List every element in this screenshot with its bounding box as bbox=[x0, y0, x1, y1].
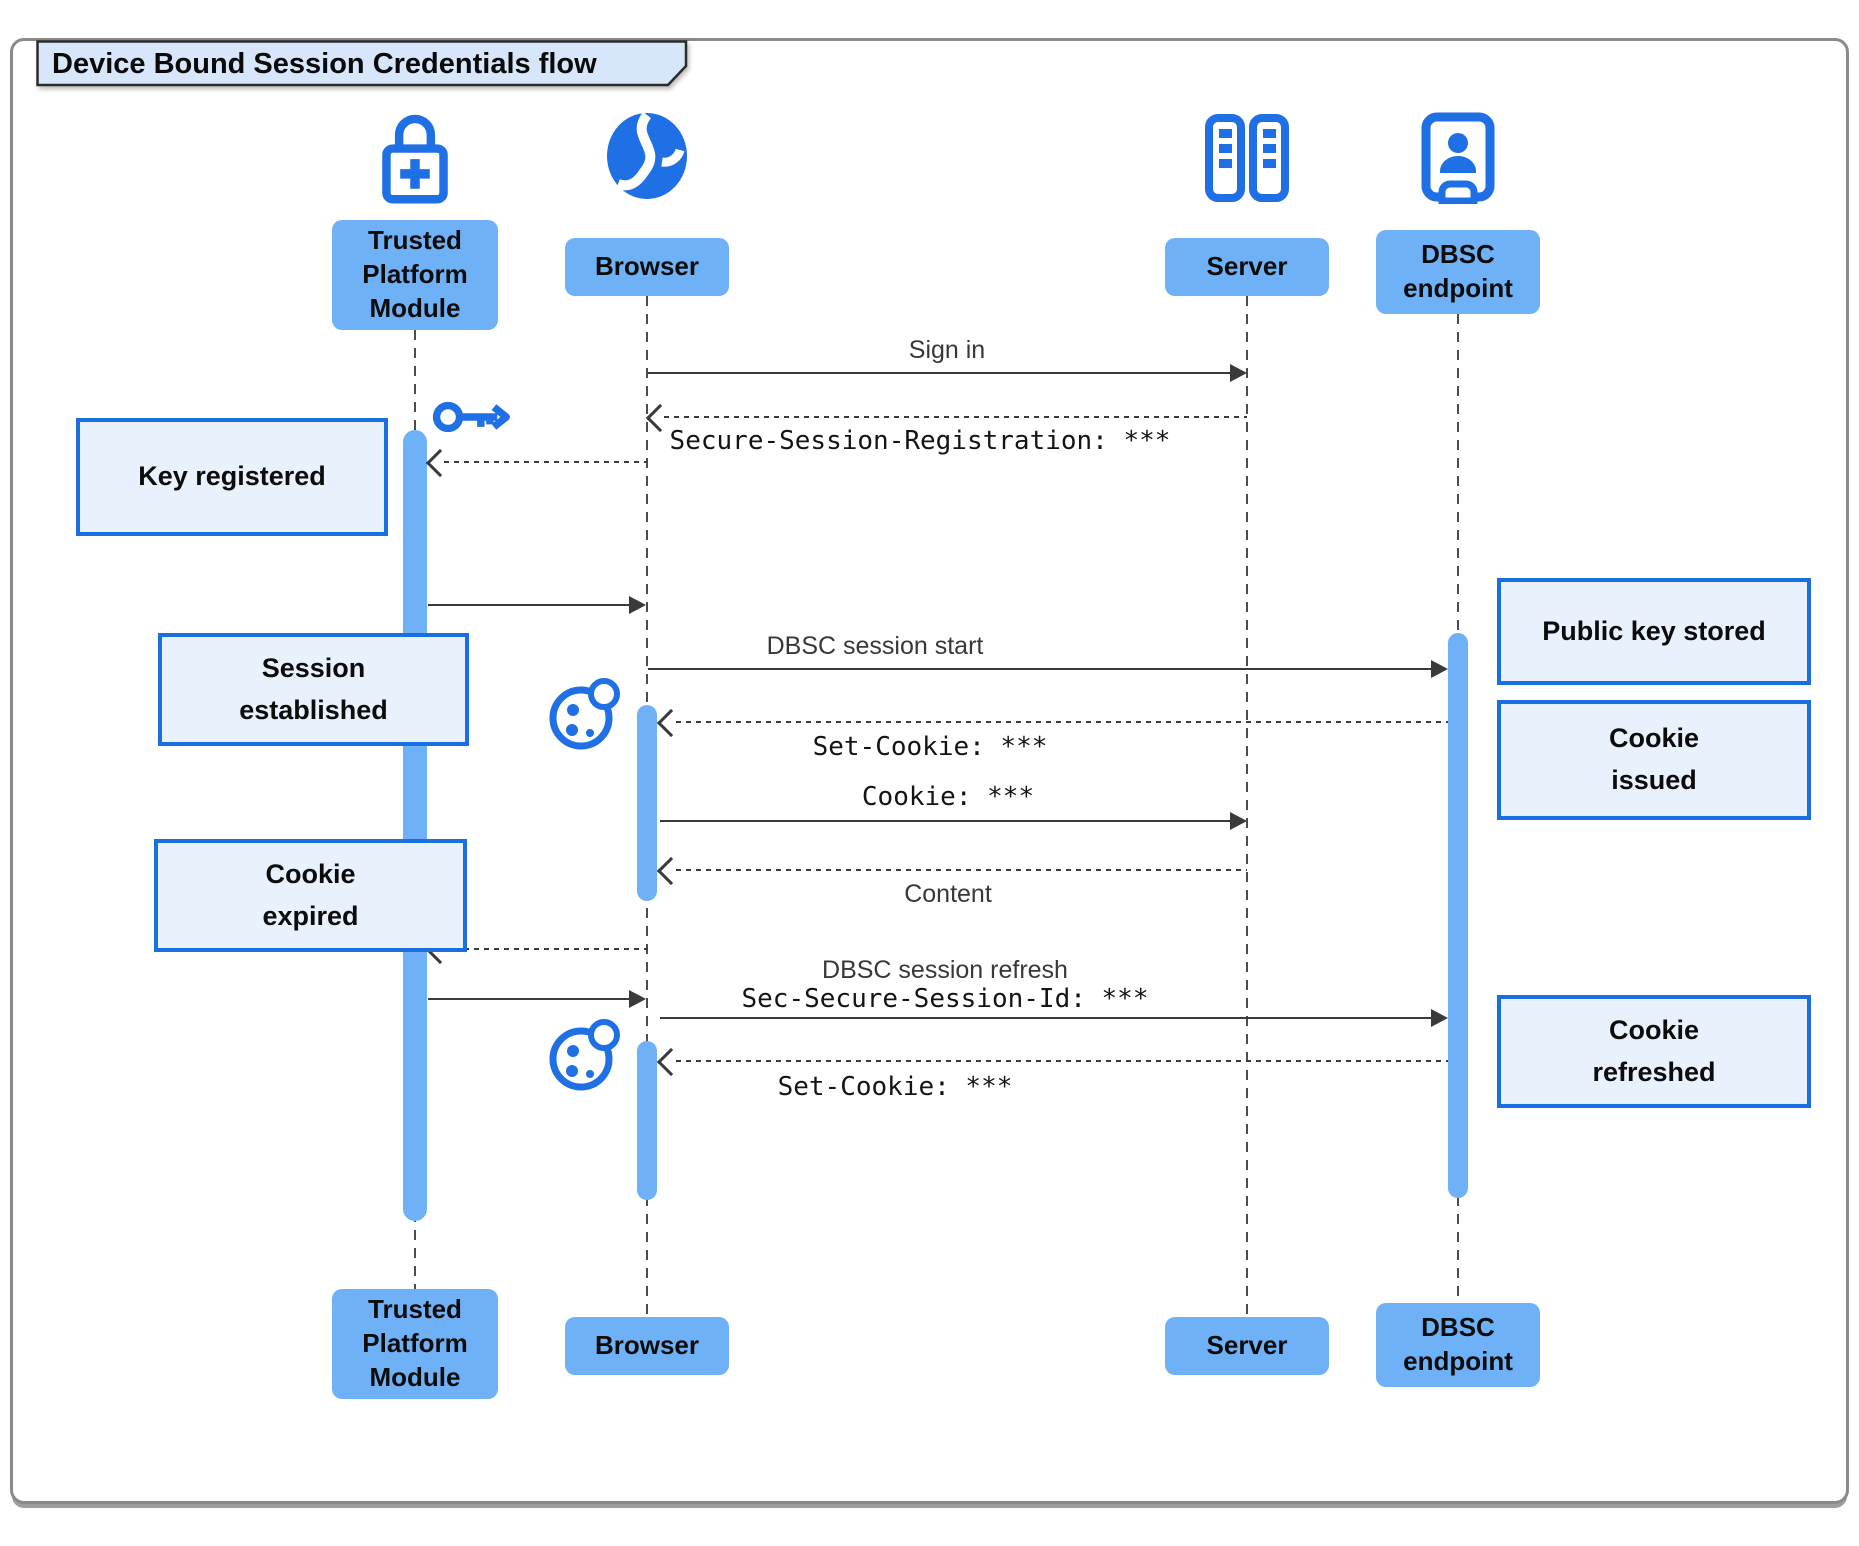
message-label-session-registration: Secure-Session-Registration: *** bbox=[669, 426, 1171, 456]
message-line-session-registration bbox=[664, 416, 1247, 418]
key-icon bbox=[430, 388, 512, 446]
activation-browser-2 bbox=[637, 1041, 657, 1200]
message-line-key-created bbox=[428, 604, 630, 606]
actor-top-dbsc: DBSC endpoint bbox=[1376, 230, 1540, 314]
message-label-sec-secure-session-id: Sec-Secure-Session-Id: *** bbox=[741, 984, 1149, 1014]
activation-browser-1 bbox=[637, 705, 657, 901]
message-line-cookie bbox=[660, 820, 1231, 822]
server-icon bbox=[1203, 112, 1291, 204]
message-line-register-key bbox=[444, 461, 647, 463]
message-line-set-cookie-1 bbox=[676, 721, 1448, 723]
actor-bottom-tpm: Trusted Platform Module bbox=[332, 1289, 498, 1399]
message-line-content bbox=[676, 869, 1247, 871]
message-label-set-cookie-1: Set-Cookie: *** bbox=[812, 732, 1048, 762]
id-badge-icon bbox=[1420, 110, 1496, 204]
arrowhead-icon bbox=[1230, 812, 1247, 830]
actor-bottom-browser: Browser bbox=[565, 1317, 729, 1375]
note-cookie-issued: Cookie issued bbox=[1497, 700, 1811, 820]
cookie-icon bbox=[545, 1017, 621, 1093]
arrowhead-icon bbox=[629, 596, 646, 614]
actor-bottom-dbsc: DBSC endpoint bbox=[1376, 1303, 1540, 1387]
message-line-key-proof bbox=[428, 998, 630, 1000]
actor-bottom-server: Server bbox=[1165, 1317, 1329, 1375]
note-key-registered: Key registered bbox=[76, 418, 388, 536]
actor-top-tpm: Trusted Platform Module bbox=[332, 220, 498, 330]
globe-icon bbox=[602, 110, 692, 202]
message-line-set-cookie-2 bbox=[676, 1060, 1448, 1062]
diagram-title-tab bbox=[36, 40, 688, 87]
actor-top-server: Server bbox=[1165, 238, 1329, 296]
cookie-icon bbox=[545, 676, 621, 752]
note-cookie-refreshed: Cookie refreshed bbox=[1497, 995, 1811, 1108]
message-label-dbsc-session-start: DBSC session start bbox=[766, 632, 984, 660]
lifeline-server bbox=[1246, 296, 1248, 1317]
note-public-key-stored: Public key stored bbox=[1497, 578, 1811, 685]
message-line-dbsc-session-refresh bbox=[660, 1017, 1432, 1019]
arrowhead-icon bbox=[1431, 660, 1448, 678]
diagram-title: Device Bound Session Credentials flow bbox=[52, 48, 597, 80]
message-line-cookie-expired-ask bbox=[444, 948, 647, 950]
message-label-content: Content bbox=[904, 880, 992, 908]
activation-tpm bbox=[403, 430, 427, 1221]
message-label-set-cookie-2: Set-Cookie: *** bbox=[777, 1072, 1013, 1102]
arrowhead-icon bbox=[1431, 1009, 1448, 1027]
arrowhead-icon bbox=[629, 990, 646, 1008]
lock-plus-icon bbox=[378, 108, 452, 206]
message-line-dbsc-session-start bbox=[648, 668, 1432, 670]
activation-dbsc bbox=[1448, 633, 1468, 1198]
arrowhead-icon bbox=[1230, 364, 1247, 382]
message-label-cookie: Cookie: *** bbox=[861, 782, 1035, 812]
message-label-sign-in: Sign in bbox=[908, 336, 986, 364]
message-label-dbsc-session-refresh: DBSC session refresh bbox=[822, 956, 1068, 984]
note-session-established: Session established bbox=[158, 633, 469, 746]
message-line-sign-in bbox=[648, 372, 1231, 374]
note-cookie-expired: Cookie expired bbox=[154, 839, 467, 952]
actor-top-browser: Browser bbox=[565, 238, 729, 296]
